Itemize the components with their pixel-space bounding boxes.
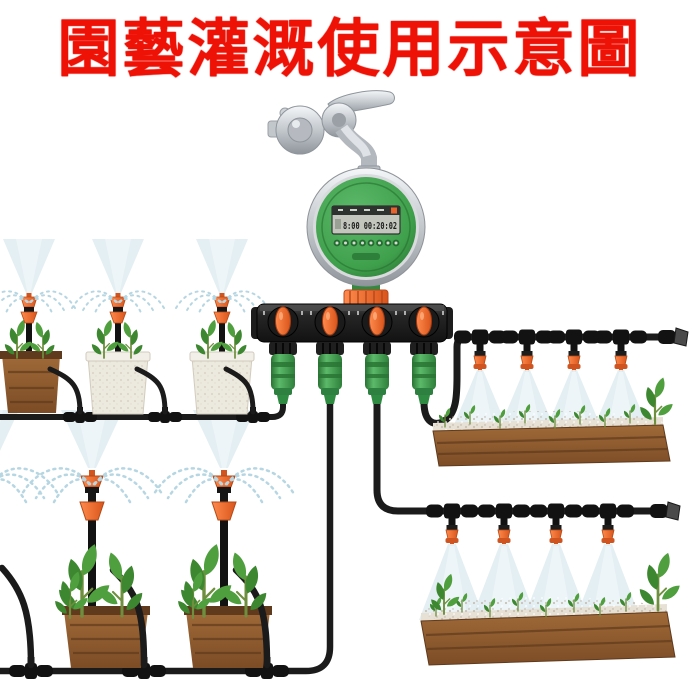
spray-arcs [0, 291, 75, 315]
flower-pot [184, 606, 272, 668]
quick-connect-coupling [409, 341, 439, 405]
plant [640, 377, 673, 424]
mist-nozzle [500, 329, 554, 373]
mist-nozzle [581, 503, 635, 547]
mist-nozzle [477, 503, 531, 547]
planter-box-upper [432, 377, 673, 467]
timer-lcd-digits: 8:00 00:20:02 [343, 221, 397, 232]
end-plug [649, 501, 681, 521]
sprinkler-stake [220, 517, 228, 621]
spray-cone [3, 239, 55, 293]
mist-nozzle [453, 329, 507, 373]
flower-pot [85, 351, 151, 415]
mist-nozzle [425, 503, 479, 547]
quick-connect-coupling [315, 341, 345, 405]
timer-lcd: 8:00 00:20:02 [331, 205, 401, 235]
four-way-splitter [251, 303, 453, 405]
end-plug [657, 327, 689, 347]
upper-row-assembly [0, 291, 270, 423]
mist-nozzle [547, 329, 601, 373]
lower-row-assembly [0, 468, 294, 679]
plant [640, 553, 680, 610]
mist-nozzle [529, 503, 583, 547]
irrigation-timer: 8:00 00:20:02 [306, 167, 426, 308]
potted-sprinkler-row-upper [3, 239, 248, 293]
planter-box-lower [420, 553, 680, 666]
mist-nozzle [594, 329, 648, 373]
mist-line-upper [432, 327, 689, 467]
timer-buttons [333, 239, 400, 260]
feeder-hose-upper-row [0, 402, 286, 420]
sprinkler-stake [88, 517, 96, 621]
riser-hose [134, 366, 168, 415]
feeder-hose-lower-mist-line [373, 404, 654, 515]
riser-hose [223, 366, 256, 415]
mist-line-lower [419, 501, 681, 666]
splitter-body [256, 303, 448, 343]
feeder-hose-lower-row [0, 404, 334, 675]
quick-connect-coupling [362, 341, 392, 405]
flower-pot [0, 351, 62, 413]
riser-hose [47, 366, 83, 415]
riser-hose [0, 564, 35, 669]
spray-cone [196, 239, 248, 293]
page-title: 園藝灌溉使用示意圖 [57, 15, 643, 84]
flower-pot [189, 351, 255, 415]
quick-connect-coupling [268, 341, 298, 405]
flower-pot [62, 606, 150, 668]
spray-cone [92, 239, 144, 293]
